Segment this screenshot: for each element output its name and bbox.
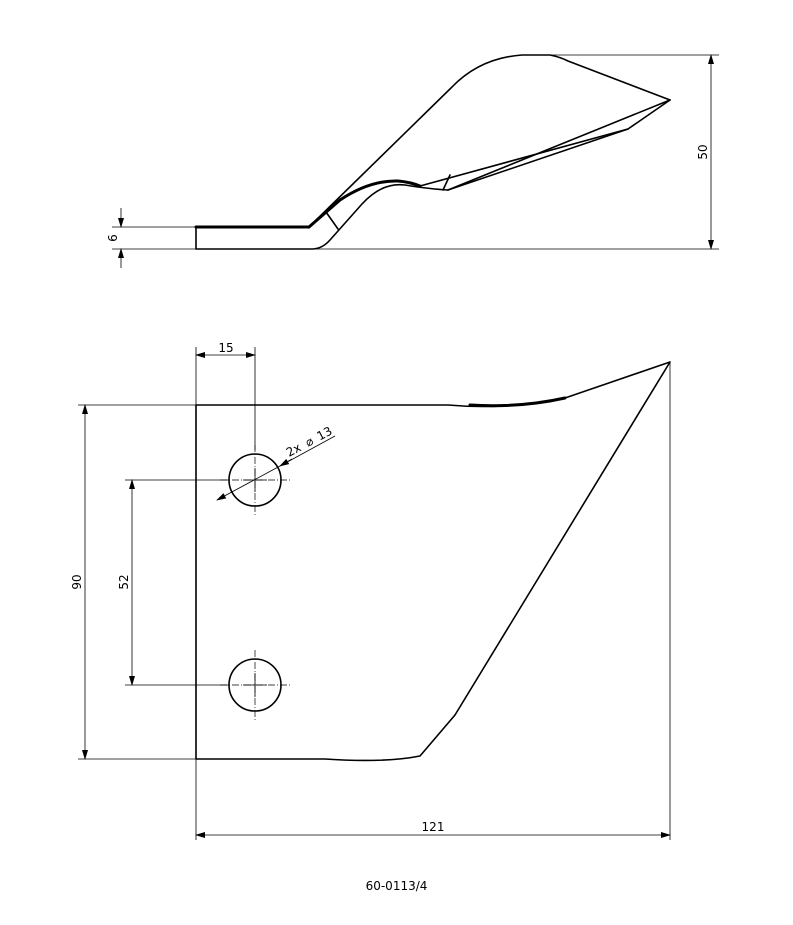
side-view-tangent-1 <box>325 211 339 230</box>
spacing-label: 52 <box>117 574 131 589</box>
height-label: 50 <box>696 144 710 159</box>
hole-callout-symbol: ⌀ <box>303 434 316 450</box>
part-number: 60-0113/4 <box>365 879 428 893</box>
side-view-bend-inner <box>307 179 422 229</box>
side-view-tangent-2 <box>442 174 451 191</box>
thickness-label: 6 <box>106 234 120 242</box>
hole-upper-cross <box>243 468 267 492</box>
hole-lower-cross <box>243 673 267 697</box>
plan-view-outline <box>195 361 671 762</box>
side-view-blade-tip <box>447 99 671 191</box>
length-label: 121 <box>422 820 445 834</box>
side-view-base-outline <box>195 183 449 250</box>
hole-callout-size: 13 <box>314 424 334 444</box>
hole-callout-label: 2x ⌀ 13 <box>284 424 335 460</box>
side-view-bend-top <box>308 54 671 228</box>
plan-view: 15 2x ⌀ 13 90 52 121 <box>70 341 671 840</box>
plan-view-edge-thick <box>468 396 567 408</box>
hole-callout-arrow <box>279 458 293 467</box>
side-view-blade-upper <box>419 99 671 187</box>
hole-offset-label: 15 <box>218 341 233 355</box>
hole-callout-count: 2x <box>284 440 304 459</box>
side-view-blade-lower <box>447 128 629 191</box>
side-view: 6 50 <box>106 54 719 268</box>
width-label: 90 <box>70 574 84 589</box>
hole-callout-leader <box>216 435 336 501</box>
